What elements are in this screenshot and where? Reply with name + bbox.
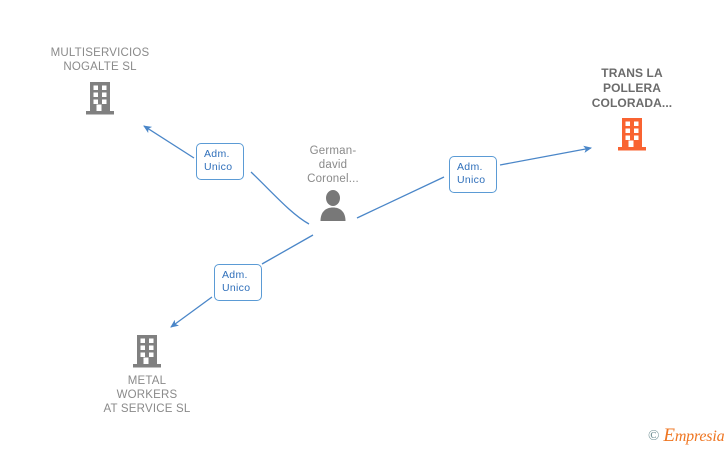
edge-arrow-to-metal-workers [170, 296, 213, 328]
edge-label-adm-unico-trans-la-pollera[interactable]: Adm. Unico [449, 156, 497, 193]
node-label-multiservicios-nogalte: MULTISERVICIOS NOGALTE SL [50, 47, 150, 73]
node-label-person-center: German- david Coronel... [307, 145, 359, 185]
node-label-metal-workers-at-service: METAL WORKERS AT SERVICE SL [103, 375, 191, 415]
company-building-icon[interactable] [616, 116, 648, 152]
edge-label-adm-unico-metal-workers[interactable]: Adm. Unico [214, 264, 262, 301]
edge-label-adm-unico-multiservicios[interactable]: Adm. Unico [196, 143, 244, 180]
edge-line-to-metal-workers [261, 234, 314, 265]
company-building-icon[interactable] [84, 80, 116, 116]
watermark-brand-rest: mpresia [674, 428, 725, 445]
node-person-center[interactable]: German- david Coronel... [263, 144, 403, 221]
node-company-multiservicios-nogalte[interactable]: MULTISERVICIOS NOGALTE SL [30, 46, 170, 116]
watermark-empresia: © Empresia [648, 425, 725, 447]
node-label-trans-la-pollera-colorada: TRANS LA POLLERA COLORADA... [591, 66, 673, 110]
company-building-icon[interactable] [131, 333, 163, 369]
node-company-trans-la-pollera-colorada[interactable]: TRANS LA POLLERA COLORADA... [562, 66, 702, 152]
node-company-metal-workers-at-service[interactable]: METAL WORKERS AT SERVICE SL [77, 333, 217, 416]
person-icon[interactable] [317, 189, 349, 221]
watermark-brand: Empresia [663, 425, 724, 447]
watermark-brand-initial: E [663, 425, 675, 446]
copyright-icon: © [648, 427, 660, 444]
edge-arrow-to-multiservicios [143, 125, 195, 159]
